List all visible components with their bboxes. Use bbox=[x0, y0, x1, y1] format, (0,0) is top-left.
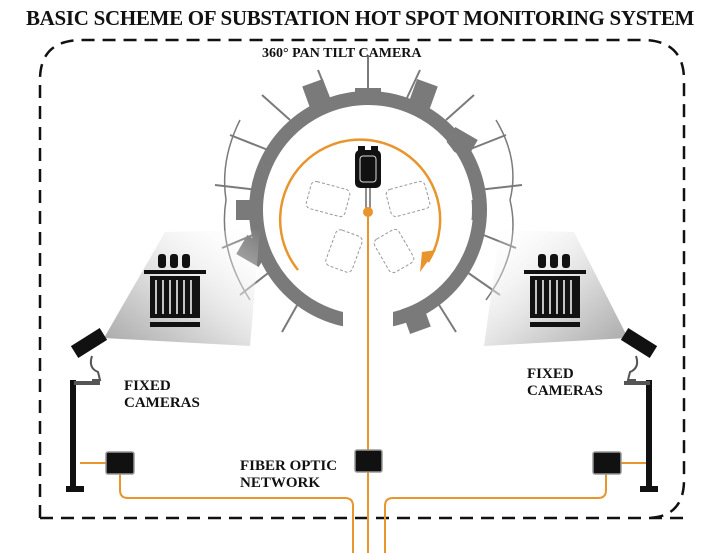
label-line: CAMERAS bbox=[124, 395, 200, 411]
label-line: FIBER OPTIC bbox=[240, 458, 338, 474]
fiber-junction-box-icon bbox=[105, 451, 135, 475]
cctv-camera-icon bbox=[66, 328, 108, 492]
label-line: NETWORK bbox=[240, 475, 321, 491]
transformer-icon bbox=[524, 254, 586, 327]
rotation-arrow-icon bbox=[278, 138, 442, 271]
fiber-network-label: FIBER OPTIC NETWORK bbox=[240, 458, 337, 492]
diagram-title: BASIC SCHEME OF SUBSTATION HOT SPOT MONI… bbox=[25, 6, 695, 30]
fixed-cameras-label-left: FIXED CAMERAS bbox=[124, 378, 200, 412]
fixed-cameras-label-right: FIXED CAMERAS bbox=[527, 366, 603, 400]
label-line: FIXED bbox=[527, 366, 574, 382]
substation-boundary bbox=[38, 38, 686, 520]
fiber-junction-box-icon bbox=[592, 451, 622, 475]
label-line: FIXED bbox=[124, 378, 171, 394]
transformer-icon bbox=[144, 254, 206, 327]
label-line: CAMERAS bbox=[527, 383, 603, 399]
ptz-camera-label: 360° PAN TILT CAMERA bbox=[262, 46, 422, 61]
cctv-camera-icon bbox=[620, 328, 658, 492]
fiber-optic-network bbox=[80, 212, 648, 553]
fiber-junction-box-icon bbox=[354, 449, 383, 473]
